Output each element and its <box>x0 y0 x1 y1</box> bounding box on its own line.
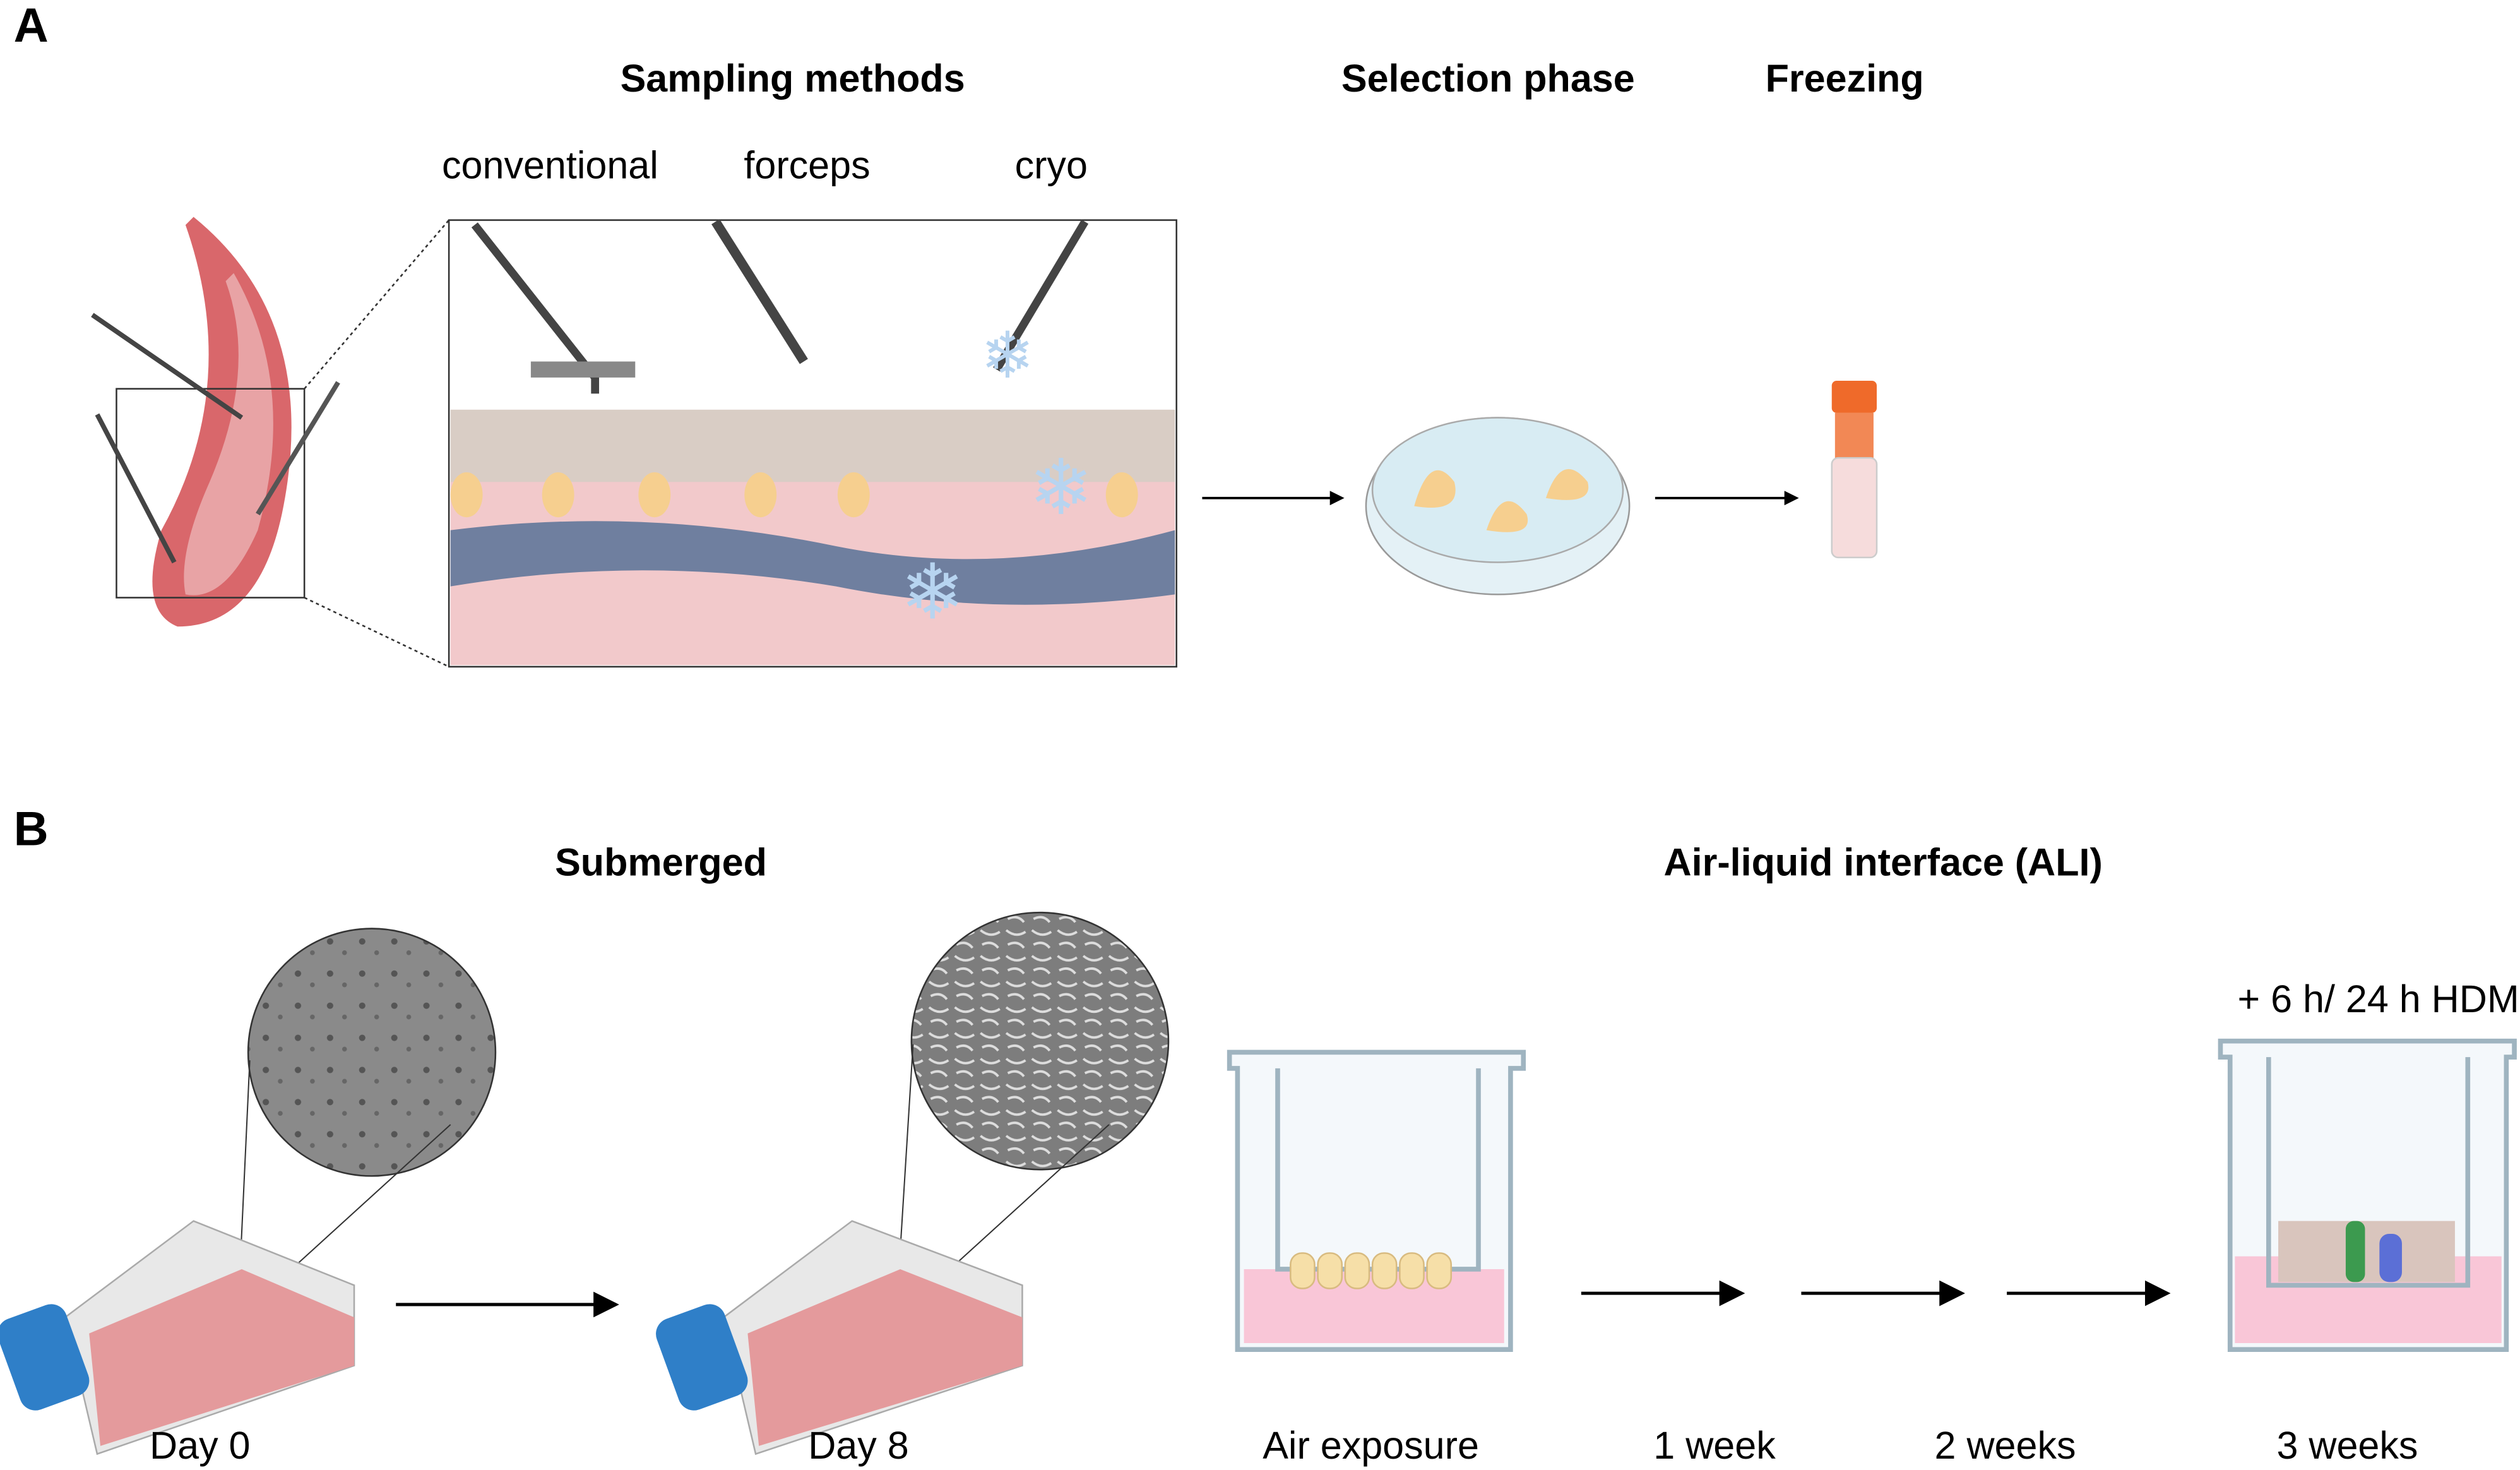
snowflake-icon: ❄ <box>900 549 965 635</box>
step-1-week: 1 week <box>1653 1424 1776 1467</box>
panel-b-label: B <box>14 802 49 856</box>
hdm-treatment-label: + 6 h/ 24 h HDM <box>2237 977 2519 1020</box>
snowflake-icon: ❄ <box>980 320 1034 391</box>
panel-a-label: A <box>14 0 49 52</box>
step-2-weeks: 2 weeks <box>1935 1424 2076 1467</box>
heading-submerged: Submerged <box>555 841 767 884</box>
step-3-weeks: 3 weeks <box>2276 1424 2418 1467</box>
step-day-0: Day 0 <box>150 1424 250 1467</box>
method-cryo: cryo <box>1015 143 1088 186</box>
culture-flask-day8 <box>656 911 1170 1455</box>
snowflake-icon: ❄ <box>1029 444 1093 530</box>
method-forceps: forceps <box>744 143 870 186</box>
step-air-exposure: Air exposure <box>1263 1424 1479 1467</box>
transwell-air-exposure <box>1227 1049 1526 1352</box>
method-conventional: conventional <box>442 143 658 186</box>
tissue-section-illustration: ❄ ❄ ❄ <box>448 219 1177 668</box>
cryovial-illustration <box>1831 380 1878 559</box>
heading-ali: Air-liquid interface (ALI) <box>1664 841 2103 884</box>
heading-sampling-methods: Sampling methods <box>621 57 965 100</box>
petri-dish-illustration <box>1365 417 1631 595</box>
culture-flask-day0 <box>0 928 497 1455</box>
heading-selection-phase: Selection phase <box>1341 57 1635 100</box>
heading-freezing: Freezing <box>1766 57 1924 100</box>
airway-illustration <box>91 217 450 668</box>
step-day-8: Day 8 <box>808 1424 908 1467</box>
transwell-3-weeks <box>2218 1038 2517 1352</box>
